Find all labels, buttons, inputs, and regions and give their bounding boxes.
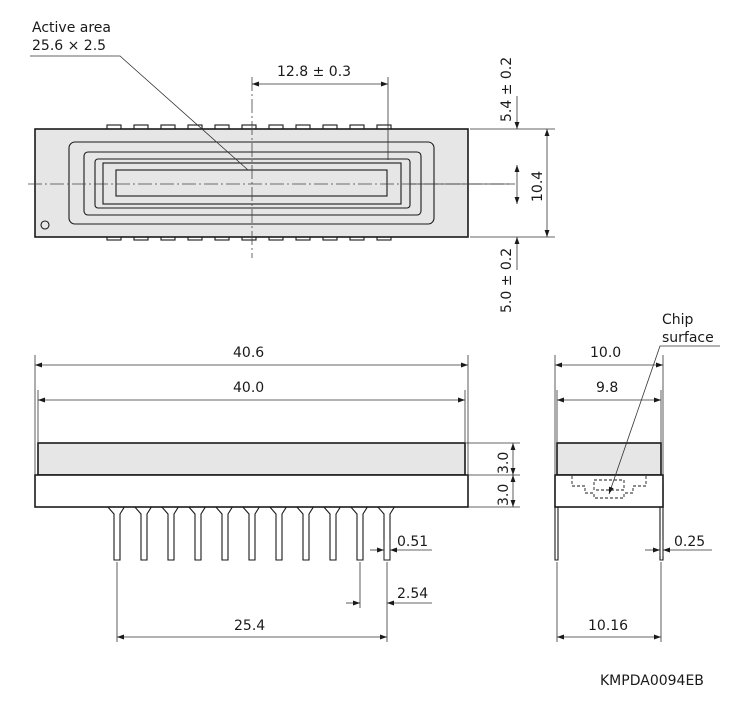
front-base-layer: [34, 474, 469, 508]
pin-pitch-label: 2.54: [397, 586, 428, 602]
base-thickness-label: 3.0: [496, 484, 512, 506]
active-area: [115, 169, 388, 197]
active-area-leader: [30, 55, 249, 171]
front-view: 40.6 40.0 3.0 3.0 0.51 2.54 25.4: [34, 345, 520, 642]
top-view: 12.8 ± 0.3 Active area 25.6 × 2.5 5.4 ± …: [28, 20, 555, 313]
drawing-code: KMPDA0094EB: [600, 673, 704, 689]
side-window-width-label: 9.8: [596, 380, 618, 396]
window-thickness-label: 3.0: [496, 452, 512, 474]
chip-surface-label-line1: Chip: [662, 312, 694, 328]
package-body: [34, 128, 469, 238]
side-width-label: 10.0: [590, 345, 621, 361]
active-area-size: 25.6 × 2.5: [32, 38, 106, 54]
lead-thickness-label: 0.25: [674, 534, 705, 550]
pin1-index-mark: [40, 220, 50, 230]
package-height-label: 10.4: [530, 171, 546, 202]
active-area-title: Active area: [32, 20, 111, 36]
bottom-margin-label: 5.0 ± 0.2: [499, 248, 515, 313]
pin-span-label: 25.4: [234, 618, 265, 634]
front-window-layer: [37, 442, 466, 476]
overall-length-label: 40.6: [233, 345, 264, 361]
top-margin-label: 5.4 ± 0.2: [499, 57, 515, 122]
window-length-label: 40.0: [233, 380, 264, 396]
side-window-layer: [556, 442, 662, 476]
window-frame-outer: [68, 141, 435, 225]
side-view: 10.0 9.8 Chip surface 0.25 10.16: [554, 312, 720, 642]
window-frame-middle: [83, 151, 422, 216]
center-offset-label: 12.8 ± 0.3: [277, 64, 351, 80]
chip-cavity-outline: [571, 476, 647, 499]
pin-width-label: 0.51: [397, 534, 428, 550]
chip-surface-label-line2: surface: [662, 330, 714, 346]
chip-surface-leader: [608, 345, 720, 495]
row-spacing-label: 10.16: [588, 618, 628, 634]
window-frame-inner: [94, 158, 411, 209]
